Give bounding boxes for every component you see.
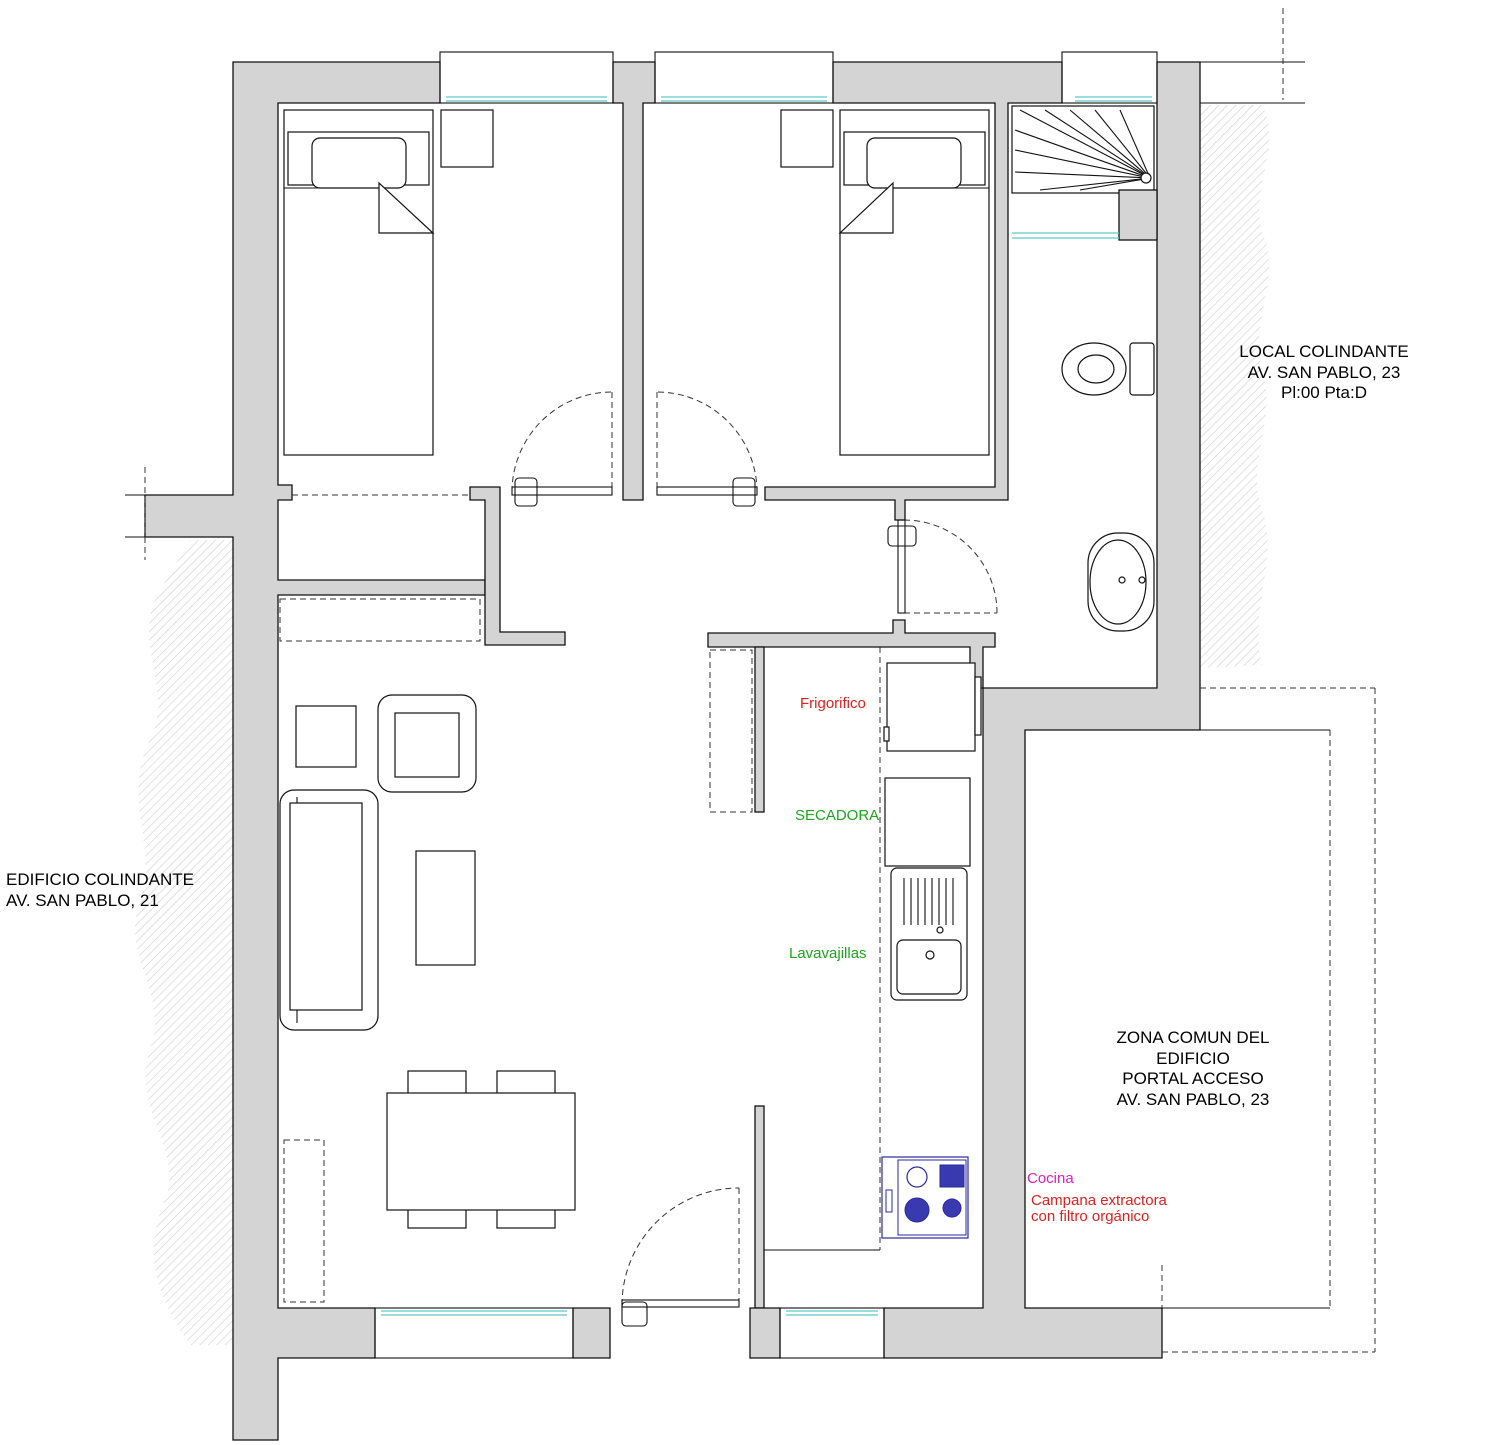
wall-south-middle <box>572 1307 611 1359</box>
dining-table <box>386 1070 576 1229</box>
nightstand-2 <box>780 109 834 168</box>
fridge <box>883 662 982 752</box>
coffee-table <box>415 850 476 966</box>
sofa <box>279 789 379 1031</box>
label-cocina: Cocina <box>1027 1170 1074 1187</box>
door-bedroom-2 <box>656 391 758 507</box>
wall-kitchen-top <box>707 619 996 689</box>
window-south-2 <box>779 1307 885 1359</box>
label-campana: Campana extractora con filtro orgánico <box>1031 1192 1167 1225</box>
wall-south-right <box>749 1307 781 1359</box>
door-bathroom <box>887 519 998 614</box>
hob <box>881 1156 969 1239</box>
bed-1 <box>283 109 435 456</box>
hatch-left-neighbour <box>135 540 233 1345</box>
kitchen-partition-top <box>754 646 765 813</box>
shower-screen <box>1012 232 1119 239</box>
window-north-2 <box>654 51 834 104</box>
hatch-right-neighbour <box>1200 105 1270 668</box>
bed-2 <box>838 109 990 456</box>
kitchen-cabinet <box>709 649 753 813</box>
label-zona-comun: ZONA COMUN DEL EDIFICIO PORTAL ACCESO AV… <box>1116 1028 1270 1110</box>
reference-lines <box>125 8 1376 1353</box>
side-table <box>295 705 357 768</box>
wall-north-right <box>764 61 1063 521</box>
window-north-1 <box>439 51 614 104</box>
armchair <box>377 694 477 793</box>
washbasin <box>1087 532 1155 632</box>
radiator-top <box>279 598 481 642</box>
window-south-1 <box>374 1307 574 1359</box>
window-north-bath <box>1061 51 1158 104</box>
entrance-door <box>621 1187 740 1327</box>
label-local-colindante: LOCAL COLINDANTE AV. SAN PABLO, 23 Pl:00… <box>1239 342 1409 403</box>
shower-tray <box>1011 105 1155 194</box>
toilet <box>1061 342 1155 396</box>
sink <box>890 867 968 1001</box>
label-lavavajillas: Lavavajillas <box>789 945 867 962</box>
nightstand-1 <box>440 109 494 168</box>
label-secadora: SECADORA <box>795 807 880 824</box>
wall-north-middle <box>612 61 656 501</box>
wall-west <box>144 61 486 1441</box>
dryer <box>884 777 971 867</box>
label-frigorifico: Frigorifico <box>800 695 866 712</box>
wall-corridor-left <box>469 486 566 646</box>
radiator-left <box>283 1139 325 1303</box>
bath-duct <box>1118 189 1158 241</box>
label-edificio-colindante: EDIFICIO COLINDANTE AV. SAN PABLO, 21 <box>6 870 194 910</box>
door-bedroom-1 <box>292 391 613 507</box>
kitchen-partition-bottom <box>754 1105 765 1309</box>
